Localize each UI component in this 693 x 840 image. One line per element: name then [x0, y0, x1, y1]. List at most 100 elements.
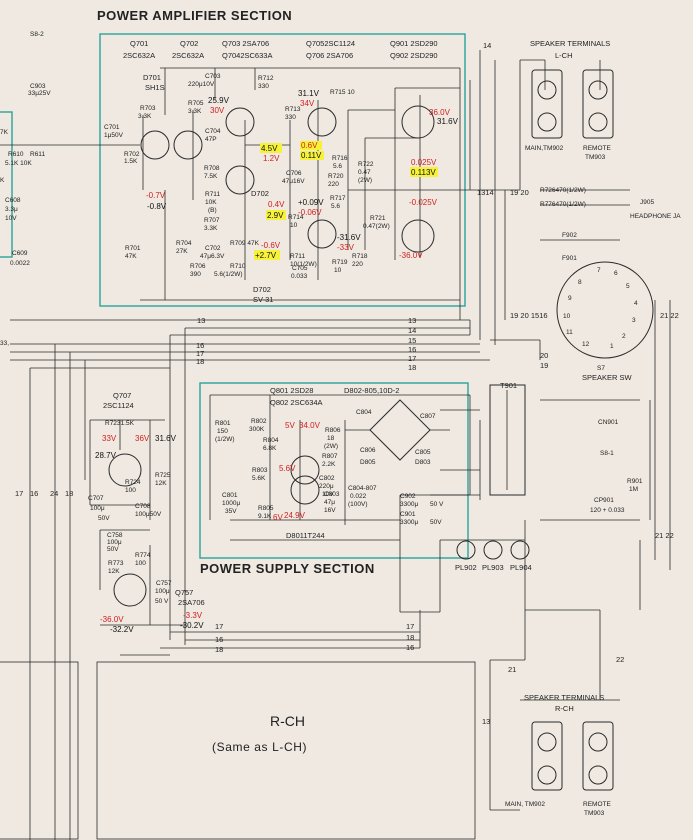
r-ch-box [96, 661, 476, 840]
v-24-9: 24.9V [284, 511, 306, 520]
v-36: 36V [135, 434, 150, 443]
left-r611: R611 [30, 151, 45, 158]
sw-pin-5: 5 [626, 283, 630, 290]
v-neg-3-3: -3.3V [183, 611, 203, 620]
cp901-value: 120 + 0.033 [590, 507, 625, 514]
r806-value: 18 [327, 435, 335, 442]
v-5: 5V [285, 421, 295, 430]
c802-label: C802 [319, 475, 335, 482]
wn-16-left: 16 [196, 341, 204, 350]
c901-label: C901 [400, 511, 416, 518]
wn-2122-top: 21 22 [660, 311, 679, 320]
c705-label: C705 [292, 265, 308, 272]
r804-label: R804 [263, 437, 279, 444]
highlight-4-5v [260, 143, 282, 153]
r724-value: 100 [125, 487, 136, 494]
c802-value: 220μ [319, 483, 334, 490]
v-neg-36-0: -36.0V [399, 251, 423, 260]
q801-label: Q801 2SD28 [270, 386, 313, 395]
wn-18-supply: 18 [215, 645, 223, 654]
c902-label: C902 [400, 493, 416, 500]
r710-value: 5.6(1/2W) [214, 271, 243, 278]
wn-2122-bottom: 21 22 [655, 531, 674, 540]
power-amp-title: POWER AMPLIFIER SECTION [97, 8, 292, 23]
r901-label: R901 [627, 478, 643, 485]
f902-label: F902 [562, 232, 577, 239]
r713-label: R713 [285, 106, 301, 113]
r708-label: R708 [204, 165, 220, 172]
sw-pin-6: 6 [614, 270, 618, 277]
power-supply-title: POWER SUPPLY SECTION [200, 561, 375, 576]
r-ch-title: R-CH [270, 713, 305, 729]
r708-value: 7.5K [204, 173, 218, 180]
c706-label: C706 [286, 170, 302, 177]
sw-pin-9: 9 [568, 295, 572, 302]
c805-label: C805 [415, 449, 431, 456]
r719-label: R719 [332, 259, 348, 266]
d801-label: D8011T244 [286, 531, 325, 540]
wn-1920: 19 20 [510, 188, 529, 197]
s8-2-label: S8-2 [30, 31, 44, 38]
t901-label: T901 [500, 381, 517, 390]
r801-note: (1/2W) [215, 436, 235, 443]
v-0-025: 0.025V [411, 158, 437, 167]
r711-note: (B) [208, 207, 217, 214]
left-c608-value: 3.3μ [5, 206, 18, 213]
r801-label: R801 [215, 420, 231, 427]
v-28-7: 28.7V [95, 451, 117, 460]
r709-label: R709 47K [230, 240, 260, 247]
q706-label: Q706 2SA706 [306, 51, 353, 60]
q757-type: 2SA706 [178, 598, 205, 607]
v-0-09: +0.09V [298, 198, 324, 207]
v-neg-0-025: -0.025V [409, 198, 438, 207]
left-7k: 7K [0, 129, 9, 136]
c701-value: 1μ50V [104, 132, 124, 139]
wn-17-right2: 17 [406, 622, 414, 631]
c803-volt: 16V [324, 507, 336, 514]
r807-value: 2.2K [322, 461, 336, 468]
r711-value: 10K [205, 199, 217, 206]
v-0-4: 0.4V [268, 200, 285, 209]
c903-value: 33μ25V [28, 90, 51, 97]
left-k: K [0, 177, 5, 184]
r710-label: R710 [230, 263, 246, 270]
wire-numbers: 14 1314 19 20 13 13 14 15 16 17 18 16 17… [15, 41, 679, 726]
sw-pin-4: 4 [634, 300, 638, 307]
r801-value: 150 [217, 428, 228, 435]
spk-top-remote-ref: TM903 [585, 154, 606, 161]
highlight-2-7v [254, 250, 280, 260]
r718-value: 220 [352, 261, 363, 268]
v-2-7: +2.7V [255, 251, 277, 260]
spk-bottom-ch: R-CH [555, 704, 574, 713]
spk-bottom-remote-ref: TM903 [584, 810, 605, 817]
wn-16-right2: 16 [406, 643, 414, 652]
highlight-0-6v [300, 141, 322, 150]
c901-value: 3300μ [400, 519, 418, 526]
v-0-11: 0.11V [301, 151, 322, 160]
r707-label: R707 [204, 217, 220, 224]
left-c609: C609 [12, 250, 28, 257]
r721-value: 0.47(2W) [363, 223, 390, 230]
r805-value: 9.1K [258, 513, 272, 520]
r773-label: R773 [108, 560, 124, 567]
q701-type: 2SC632A [123, 51, 155, 60]
supply-components: R7231.5K R724 100 R725 12K C707 100μ 50V… [88, 381, 643, 605]
sw-pin-12: 12 [582, 341, 590, 348]
r712-label: R712 [258, 75, 274, 82]
c802-volt: 10V [322, 491, 334, 498]
c801-label: C801 [222, 492, 238, 499]
v-34: 34V [300, 99, 315, 108]
j905-label: J905 [640, 199, 654, 206]
r718-label: R718 [352, 253, 368, 260]
pl902-label: PL902 [455, 563, 477, 572]
power-amp-components: D701 SH1S C703 220μ10V R712 330 R703 3.3… [104, 73, 390, 304]
r716-label: R716 [332, 155, 348, 162]
sw-pin-11: 11 [566, 329, 573, 336]
pilot-lamp-pl903 [483, 540, 503, 560]
v-0-113: 0.113V [411, 168, 436, 177]
r714-label: R714 [288, 214, 304, 221]
v-31-6: 31.6V [437, 117, 459, 126]
c758-label: C758 [107, 532, 123, 539]
c706-value: 47μ16V [282, 178, 305, 185]
